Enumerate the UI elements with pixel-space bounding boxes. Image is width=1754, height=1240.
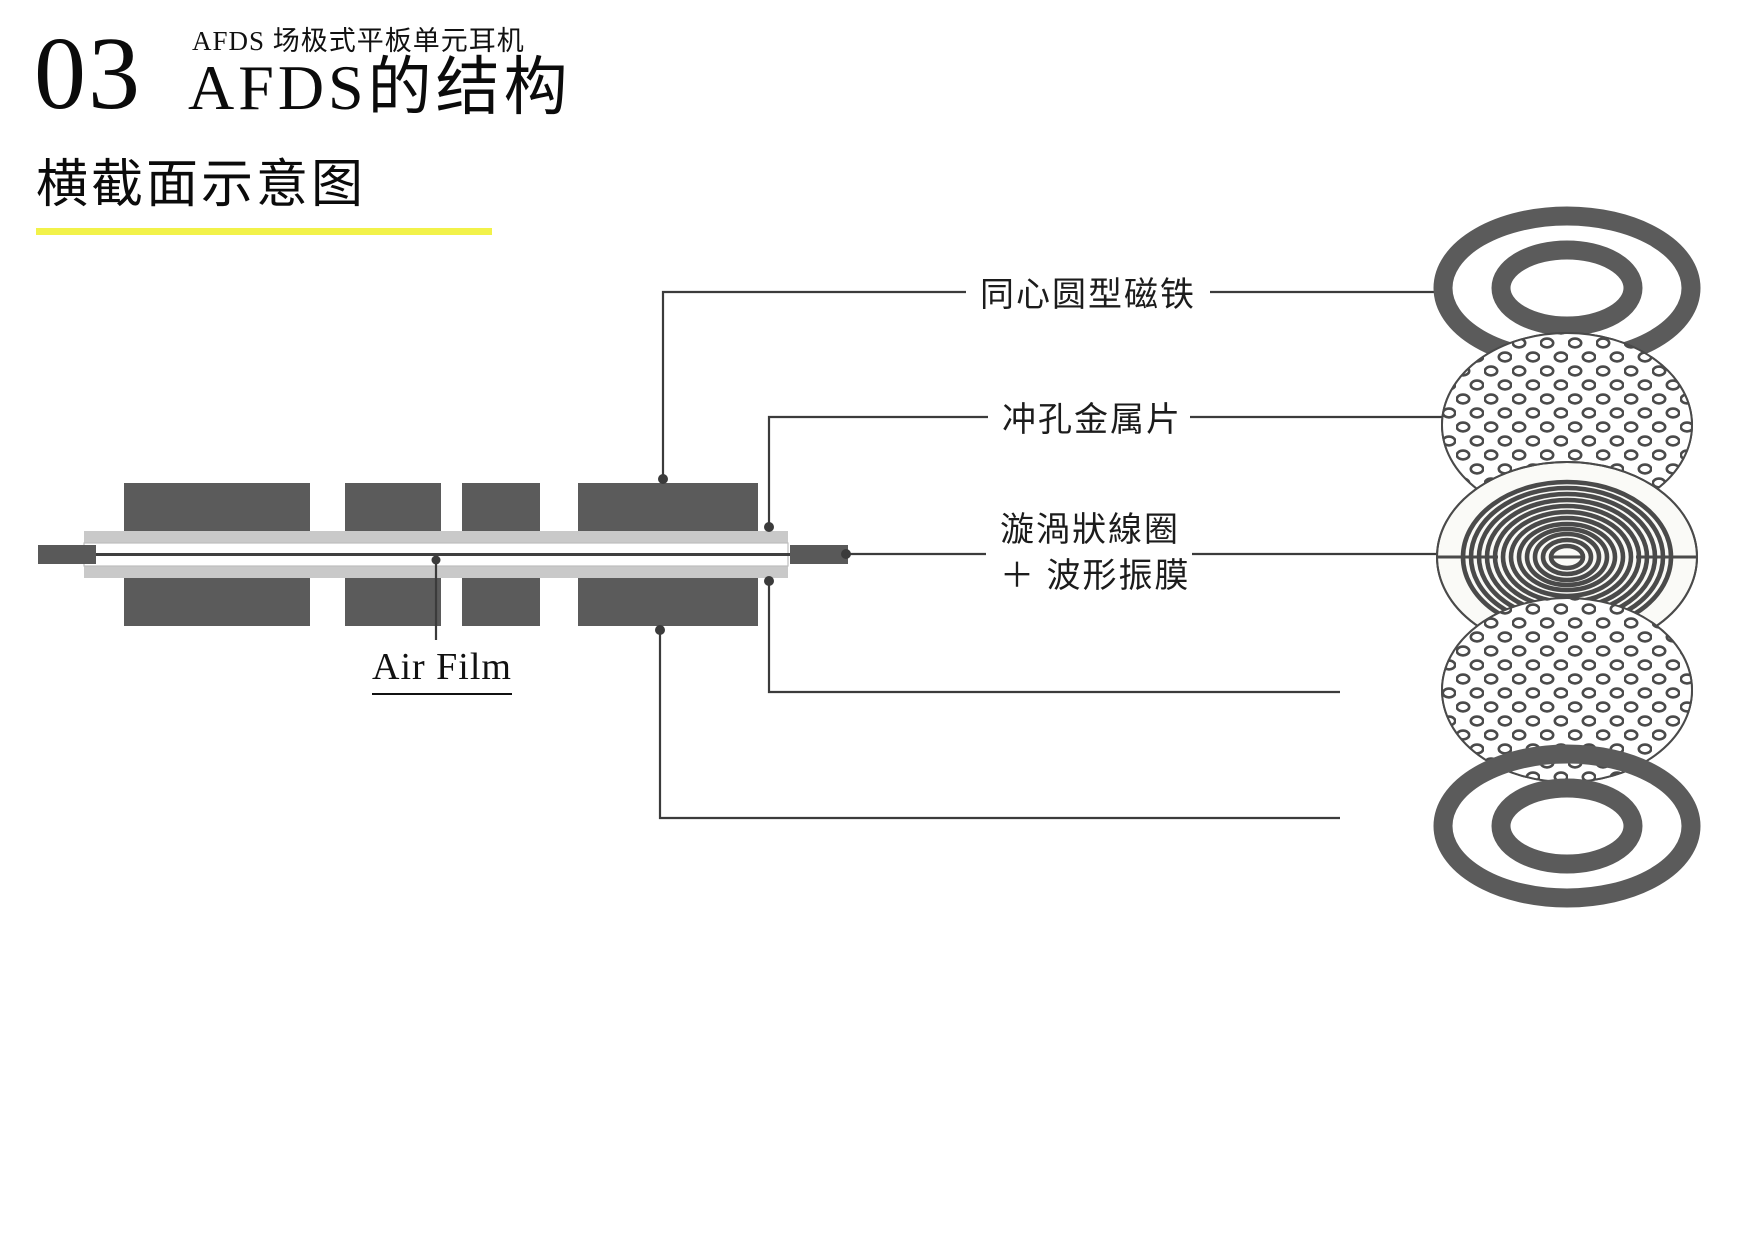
end-cap-right [790,545,848,564]
callout-label-coil-line2: ＋ 波形振膜 [1000,557,1191,595]
end-cap-left [38,545,96,564]
header-kicker: AFDS 场极式平板单元耳机 [192,26,525,56]
concentric-magnet-bottom [1433,744,1701,908]
callout-label-coil-line1: 漩渦狀線圈 [1000,512,1180,549]
leader-lines-left [431,290,1340,820]
callout-label-perforated-plate: 冲孔金属片 [1002,402,1182,439]
magnet-blocks-bottom [124,578,758,626]
slide-header: 03 AFDS 场极式平板单元耳机 AFDS的结构 横截面示意图 [0,0,1754,260]
air-film-label: Air Film [372,645,512,695]
callout-label-coil: 漩渦狀線圈 ＋ 波形振膜 [1000,508,1191,600]
cross-section-body [38,483,848,626]
page-title: AFDS的结构 [188,52,572,123]
leader-lines-right [1190,290,1444,556]
perforated-plate-bars [84,531,788,578]
section-number: 03 [34,16,142,131]
exploded-stack [1433,206,1701,908]
callout-label-magnet: 同心圆型磁铁 [980,277,1196,314]
magnet-blocks-top [124,483,758,531]
section-subtitle: 横截面示意图 [36,157,367,214]
spiral-coil-diaphragm [1436,461,1698,653]
subtitle-underline [36,228,492,235]
